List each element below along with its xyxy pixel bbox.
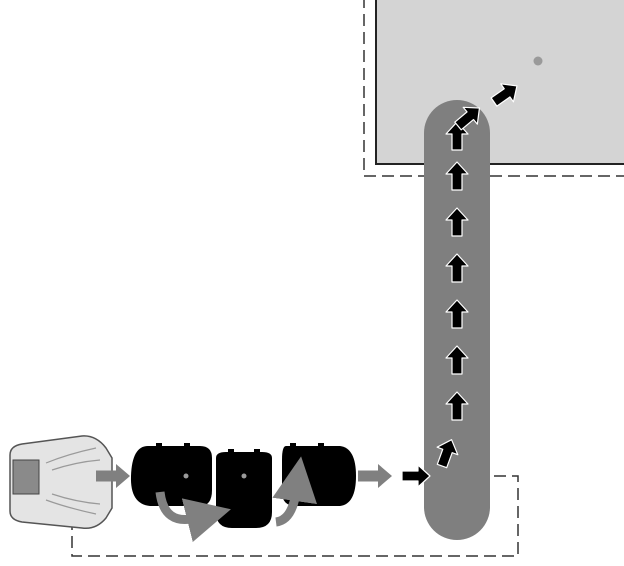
gray-curved-arrow-icon xyxy=(272,456,317,527)
target-point-icon xyxy=(533,56,543,66)
lawn-zone xyxy=(375,0,624,165)
robotic-mower-icon xyxy=(216,449,272,528)
lawn-boundary-wire xyxy=(363,0,624,177)
gray-arrow-icon xyxy=(358,464,392,488)
charging-station-icon xyxy=(9,435,113,530)
robotic-mower-icon xyxy=(130,443,212,506)
lawn-area xyxy=(363,0,624,177)
station-boundary-wire xyxy=(71,475,519,557)
gray-curved-arrow-icon xyxy=(155,491,231,543)
